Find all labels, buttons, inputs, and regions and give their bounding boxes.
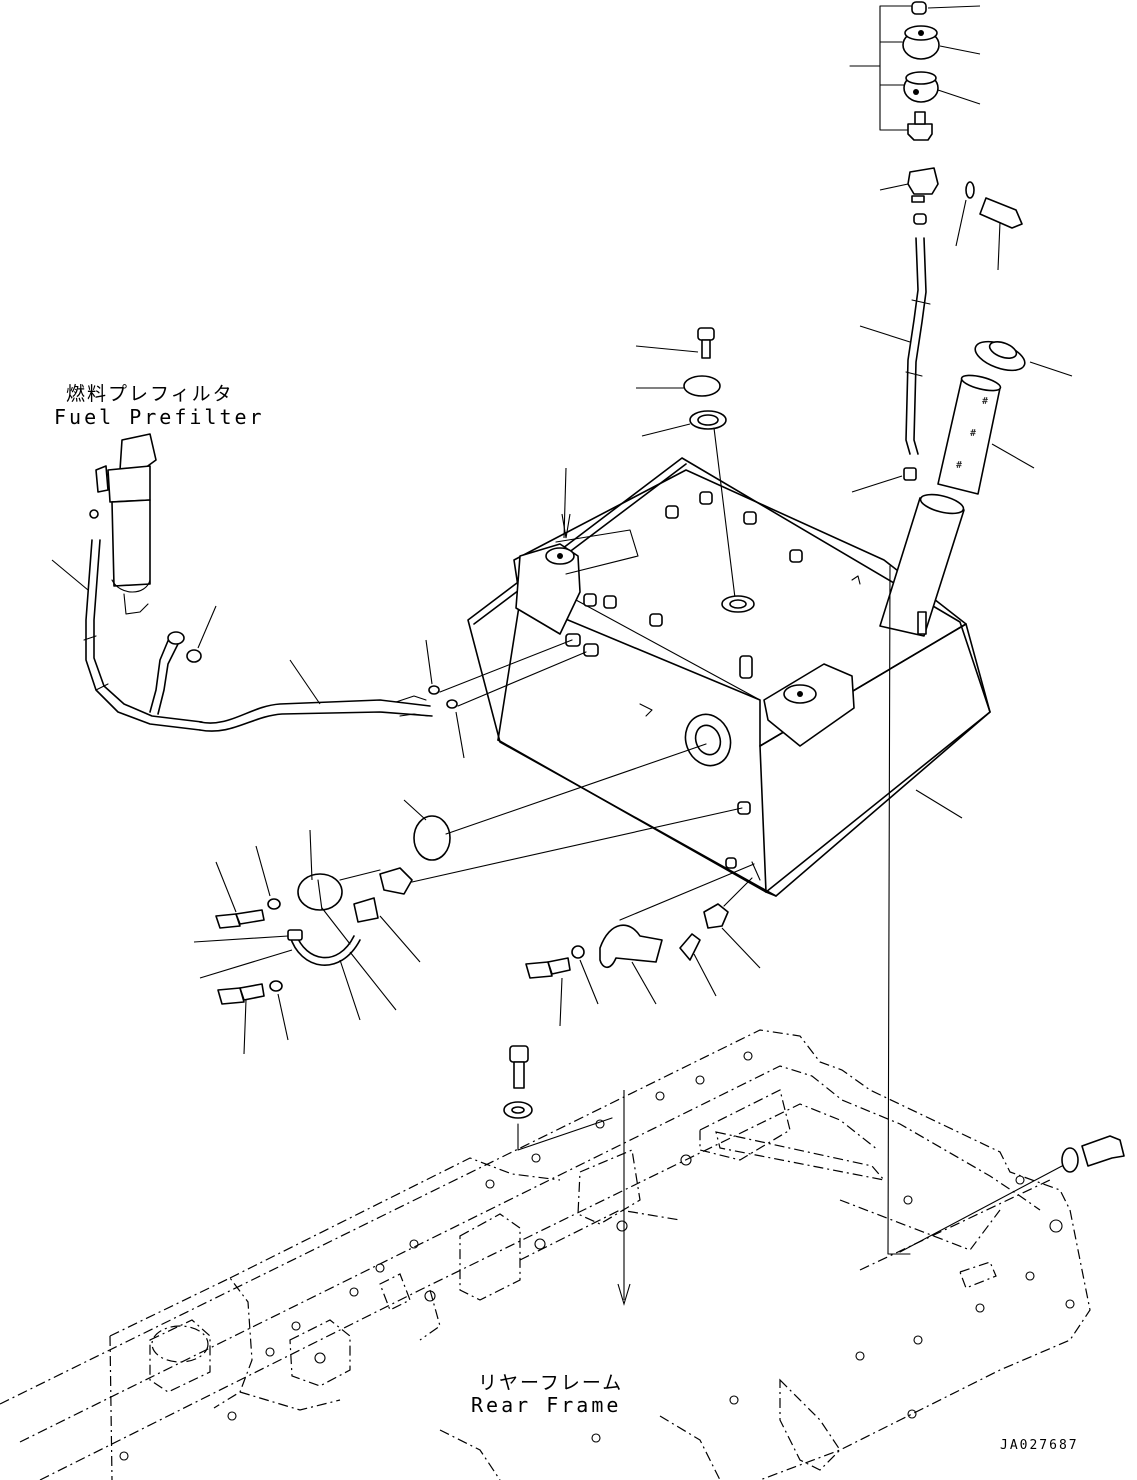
- filler-tube: [937, 377, 1001, 495]
- svg-text:#: #: [956, 460, 962, 471]
- vent-hose: [851, 237, 931, 493]
- filler-cap-group: # # #: [937, 340, 1073, 495]
- rear-frame-label-jp: リヤーフレーム: [478, 1372, 623, 1394]
- fuel-tank: [467, 457, 991, 897]
- drawing-code: JA027687: [1000, 1438, 1079, 1453]
- small-cap: [911, 1, 927, 15]
- washer-small: [965, 181, 975, 199]
- hose-bracket: [907, 167, 939, 195]
- bolt-2-head: [217, 987, 245, 1005]
- band-clamp: [599, 924, 663, 969]
- bolt-top: [979, 197, 1023, 229]
- cap-stack: [849, 1, 981, 141]
- rear-frame-label-en: Rear Frame: [471, 1393, 621, 1417]
- bolt-1-head: [215, 913, 241, 929]
- fuel-prefilter-label-jp: 燃料プレフィルタ: [66, 383, 234, 405]
- fuel-prefilter-label-en: Fuel Prefilter: [54, 405, 265, 429]
- rear-frame: [0, 565, 1125, 1480]
- stud-nut: [907, 123, 933, 141]
- small-elbow: [679, 933, 701, 961]
- sender-parts: [193, 743, 743, 1055]
- cap-stack-bracket: [849, 5, 913, 131]
- connector: [353, 897, 379, 923]
- bolt-3-head: [525, 961, 553, 979]
- bolt-head: [697, 327, 715, 341]
- hose-clip: [903, 467, 917, 481]
- clip-small: [913, 213, 927, 225]
- cover-plate: [683, 375, 721, 397]
- sender-cap: [413, 815, 451, 861]
- fuel-prefilter: [51, 433, 587, 759]
- tank-clamp: [525, 863, 761, 1027]
- svg-text:#: #: [970, 428, 976, 439]
- svg-text:#: #: [982, 396, 988, 407]
- hose-bracket-group: [879, 167, 1023, 271]
- rubber-grommet: [379, 867, 413, 895]
- sender-plate-parts: [635, 327, 737, 607]
- hose-fitting: [703, 903, 729, 929]
- cap-plug: [186, 649, 202, 663]
